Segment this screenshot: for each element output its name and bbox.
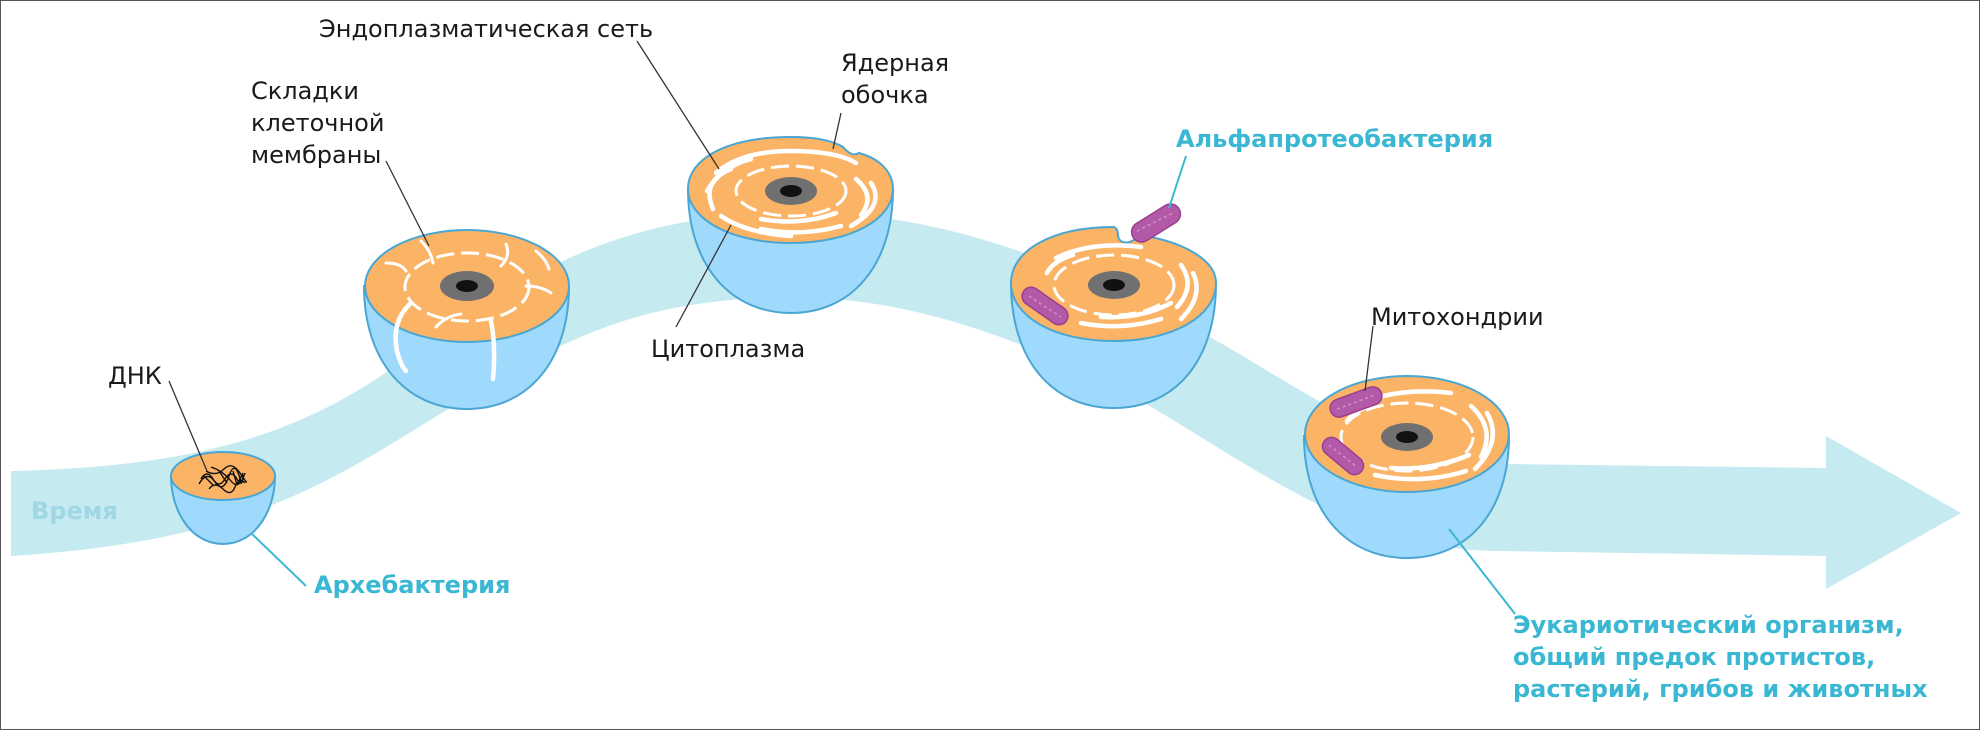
eukaryote-cell — [1302, 375, 1511, 560]
eukaryote-leader — [1448, 528, 1516, 615]
endosymbiosis-cell — [1009, 225, 1218, 410]
time-label: Время — [31, 497, 118, 525]
dna-leader — [168, 380, 208, 472]
alphaproteobacterium-leader — [1168, 155, 1187, 209]
mitochondrion — [1321, 436, 1365, 476]
endoplasmic-reticulum-leader — [636, 40, 720, 170]
mitochondria-label: Митохондрии — [1371, 303, 1544, 331]
nuclear-envelope-label: Ядерная обочка — [841, 49, 957, 109]
cytoplasm-label: Цитоплазма — [651, 335, 805, 363]
cytoplasm-leader — [675, 224, 732, 328]
mitochondrion — [1021, 286, 1069, 326]
alphaproteobacterium — [1130, 203, 1182, 243]
mitochondrion — [1329, 386, 1383, 418]
endoplasmic-reticulum-label: Эндоплазматическая сеть — [319, 15, 653, 43]
archaebacterium-cell — [169, 451, 277, 546]
membrane-folds-label: Складки клеточной мембраны — [251, 77, 392, 169]
eukaryote-label: Эукариотический организм, общий предок п… — [1513, 611, 1928, 703]
dna-tangle — [198, 465, 248, 494]
mitochondria-leader — [1364, 325, 1374, 392]
nuclear-envelope-leader — [832, 112, 842, 150]
membrane-folds-leader — [385, 160, 430, 247]
dna-label: ДНК — [108, 362, 162, 390]
alphaproteobacterium-label: Альфапротеобактерия — [1176, 125, 1493, 153]
membrane-folding-cell — [362, 229, 571, 411]
time-arrow — [11, 212, 1961, 589]
archaebacterium-label: Архебактерия — [314, 571, 510, 599]
archaebacterium-leader — [250, 532, 307, 587]
endomembrane-cell — [686, 135, 895, 315]
